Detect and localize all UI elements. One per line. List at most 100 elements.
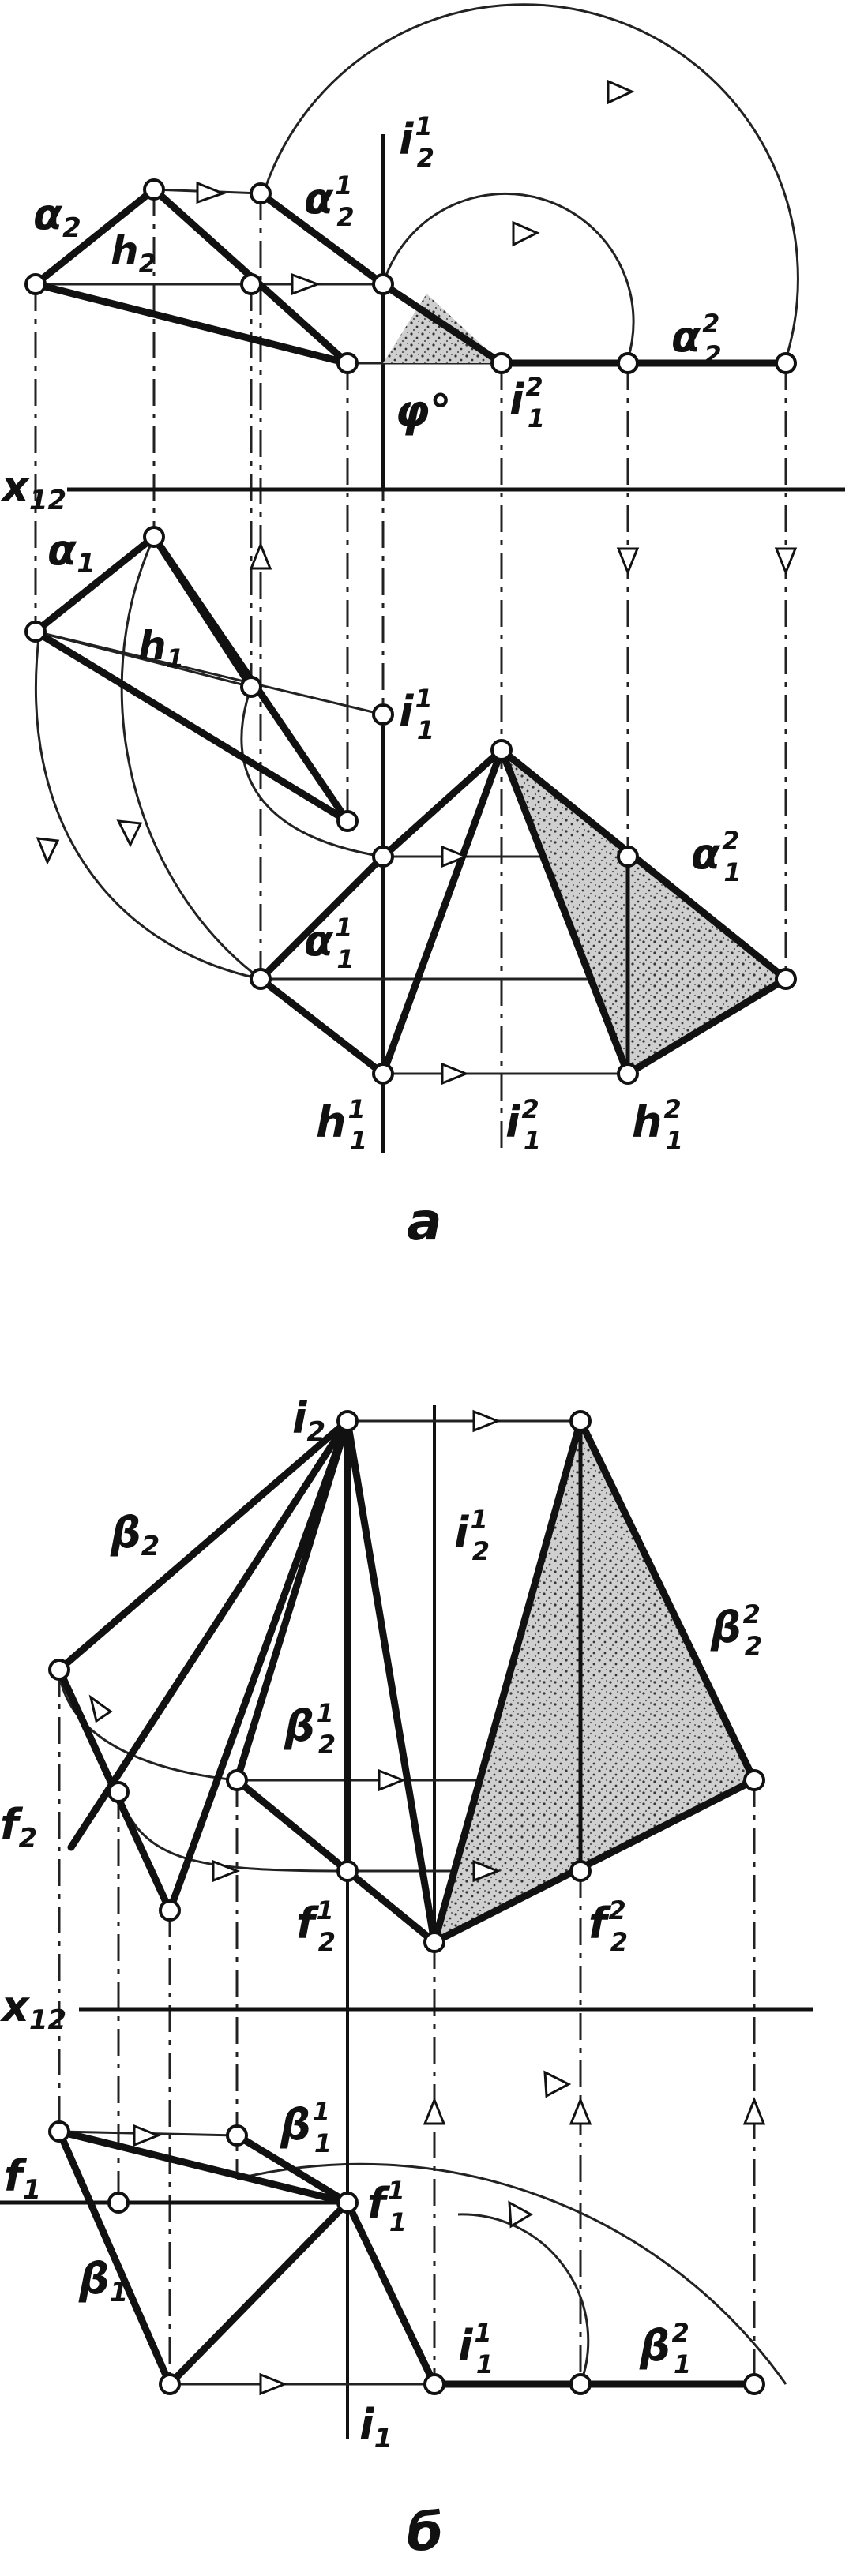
rotation-arc-small — [457, 2213, 590, 2385]
point — [372, 703, 394, 726]
label-i2: i2 — [292, 1393, 325, 1448]
point — [569, 1860, 592, 1882]
rotation-arc-large — [236, 2162, 787, 2385]
label-i1: i1 — [359, 2400, 393, 2454]
triangle-beta2-1 — [233, 1776, 438, 1946]
point — [372, 1063, 394, 1085]
triangle-alpha1 — [32, 533, 351, 825]
point — [490, 352, 513, 374]
arrow — [569, 2096, 592, 2125]
point — [240, 273, 262, 295]
point — [423, 1931, 445, 1953]
point — [240, 676, 262, 698]
rotation-arc-large-top — [261, 3, 799, 360]
arrow — [616, 547, 640, 576]
point — [24, 273, 47, 295]
triangle-beta2-2-fill — [434, 1421, 754, 1942]
point — [48, 1659, 70, 1681]
rotation-arc-upper — [58, 1673, 238, 1782]
rotation-arc-mid-bottom — [120, 536, 261, 981]
arrow — [378, 1768, 407, 1792]
label-f2: f2 — [0, 1800, 37, 1854]
point — [226, 2124, 248, 2147]
point — [24, 621, 47, 643]
point — [423, 2373, 445, 2395]
arrow — [512, 220, 540, 247]
label-alpha2: α2 — [33, 189, 81, 244]
beta2-edge — [344, 1417, 438, 1946]
point — [336, 810, 359, 832]
arrow — [291, 272, 321, 296]
label-x12-b: x12 — [0, 1982, 66, 2036]
point — [775, 352, 797, 374]
arrow — [472, 1859, 502, 1883]
points-a — [24, 178, 797, 1085]
point — [107, 2192, 130, 2214]
point — [569, 2373, 592, 2395]
arrow — [472, 1409, 502, 1433]
point — [159, 2373, 181, 2395]
caption-b: б — [407, 2502, 443, 2563]
point — [490, 739, 513, 761]
point — [226, 1769, 248, 1791]
point — [372, 273, 394, 295]
point — [743, 2373, 765, 2395]
arrow — [116, 819, 143, 848]
point — [336, 352, 359, 374]
label-h2: h2 — [111, 228, 156, 279]
point — [336, 1860, 359, 1882]
arrow — [36, 837, 60, 865]
caption-a: а — [407, 1191, 442, 1252]
arrow — [259, 2372, 288, 2396]
arrow — [133, 2124, 162, 2147]
arrow — [508, 2200, 533, 2229]
point — [336, 1410, 359, 1432]
arrow — [774, 547, 798, 576]
arrow — [212, 1859, 241, 1883]
point — [48, 2120, 70, 2143]
beta1-edge — [344, 2199, 438, 2388]
point — [143, 178, 165, 201]
arrow — [441, 1062, 470, 1086]
point — [250, 182, 272, 204]
point — [107, 1781, 130, 1803]
point — [743, 1769, 765, 1791]
point — [250, 968, 272, 990]
arrow — [249, 541, 272, 570]
label-x12-a: x12 — [0, 462, 66, 516]
rotation-arc-lower — [117, 1791, 348, 1873]
point — [617, 1063, 639, 1085]
arrow — [543, 2070, 572, 2098]
label-beta2: β2 — [110, 1508, 160, 1562]
triangle-alpha2 — [32, 186, 351, 367]
beta1-edge — [233, 2132, 351, 2207]
label-f1: f1 — [4, 2151, 41, 2206]
arrow — [742, 2096, 766, 2125]
triangle-alpha1-1 — [257, 746, 505, 1078]
point — [775, 968, 797, 990]
point — [372, 846, 394, 868]
point — [159, 1899, 181, 1922]
triangle-beta1 — [55, 2128, 351, 2388]
label-phi: φ° — [395, 386, 452, 437]
point — [617, 352, 639, 374]
points-b — [48, 1410, 765, 2395]
f2-line — [67, 1417, 351, 1851]
arrow — [607, 79, 635, 105]
